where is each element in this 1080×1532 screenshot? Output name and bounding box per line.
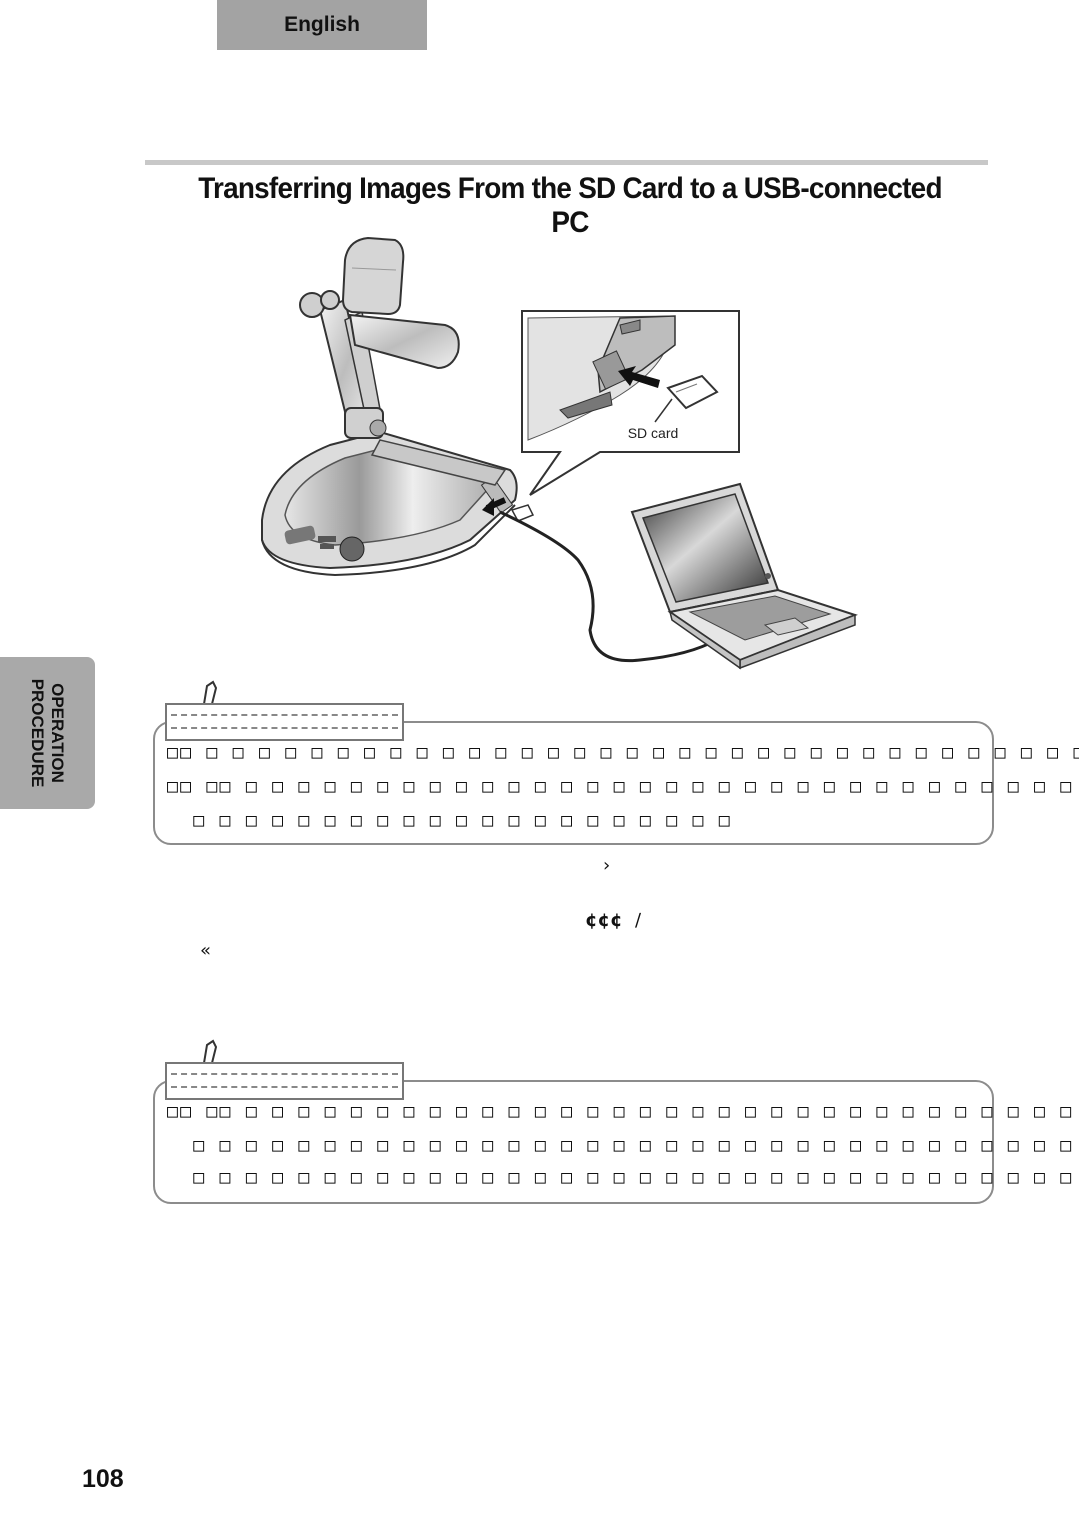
section-side-tab-label: OPERATION PROCEDURE [28,678,67,788]
title-rule [145,160,988,165]
note-box-2 [153,1080,994,1204]
note-box-1 [153,721,994,845]
sd-card-small-icon [482,497,535,522]
note1-line-3: □ □ □ □ □ □ □ □ □ □ □ □ □ □ □ □ □ □ □ □ … [167,810,732,831]
note1-line-1: □□ □ □ □ □ □ □ □ □ □ □ □ □ □ □ □ □ □ □ □… [167,742,1079,763]
page-title: Transferring Images From the SD Card to … [198,172,942,239]
note2-line-1: □□ □□ □ □ □ □ □ □ □ □ □ □ □ □ □ □ □ □ □ … [167,1101,1074,1122]
section-side-tab[interactable] [0,657,95,809]
note-header-1 [165,703,404,741]
symbol-2: ¢¢¢ [585,910,623,931]
usb-cable [499,510,717,663]
sd-slot-callout: SD card [521,310,740,496]
laptop-icon [630,482,858,670]
note2-line-3: □ □ □ □ □ □ □ □ □ □ □ □ □ □ □ □ □ □ □ □ … [167,1167,1079,1188]
sd-card-label: SD card [628,425,679,441]
document-camera-icon [261,236,518,577]
note-header-2 [165,1062,404,1100]
symbol-3: ∕ [635,910,642,931]
language-tab[interactable]: English [217,0,427,50]
symbol-4: « [200,940,212,961]
symbol-1: › [603,855,611,876]
note1-line-2: □□ □□ □ □ □ □ □ □ □ □ □ □ □ □ □ □ □ □ □ … [167,776,1074,797]
page-number: 108 [82,1465,124,1493]
note2-line-2: □ □ □ □ □ □ □ □ □ □ □ □ □ □ □ □ □ □ □ □ … [193,1135,1074,1156]
